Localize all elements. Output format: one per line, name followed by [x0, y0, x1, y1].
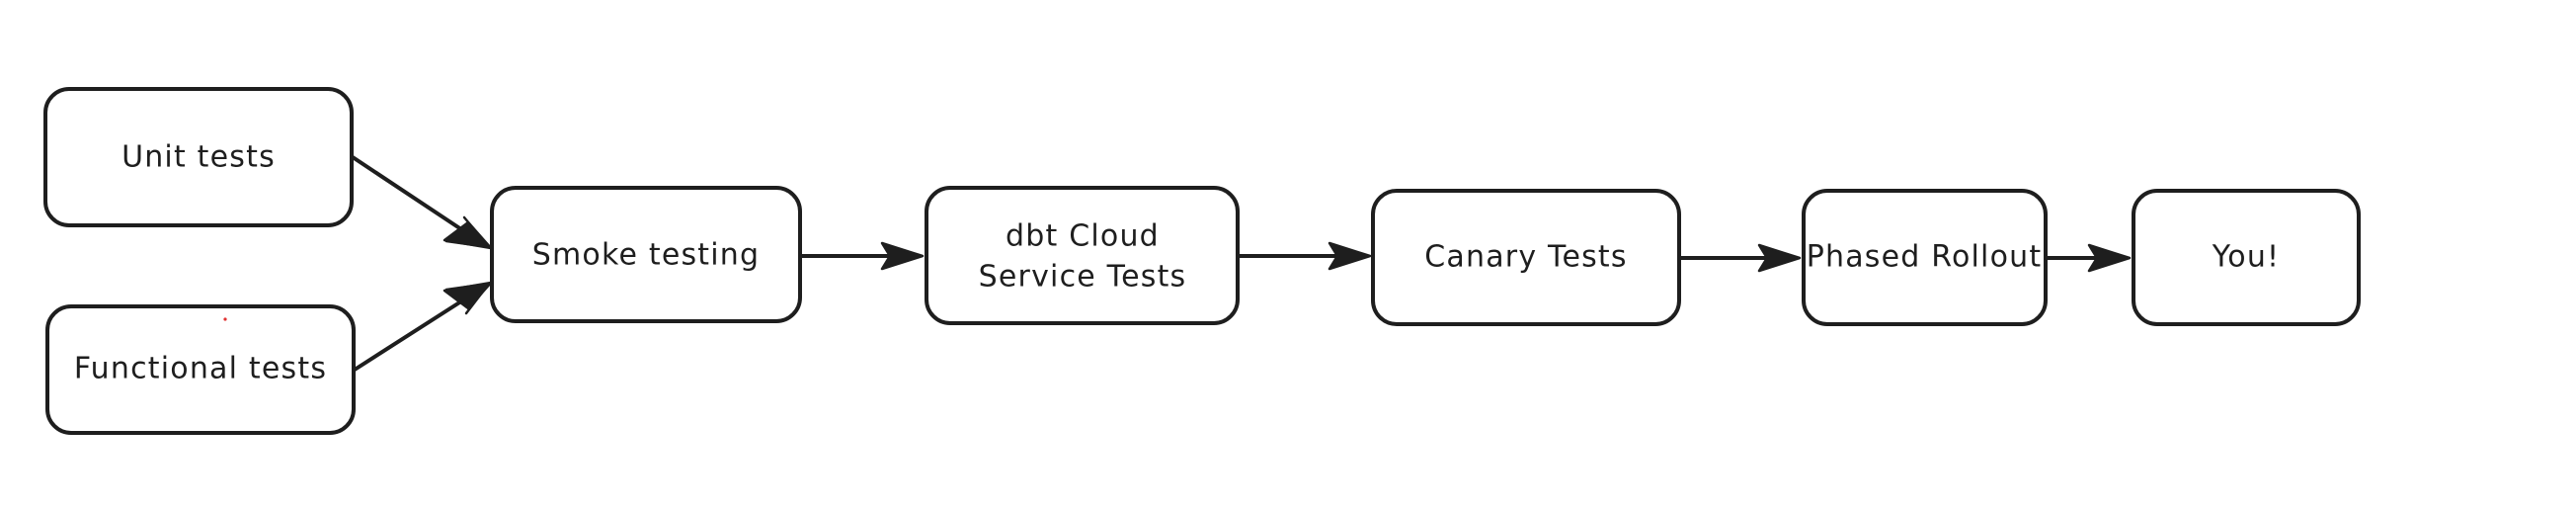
node-phased-rollout[interactable]: Phased Rollout: [1802, 189, 2048, 326]
node-label-line-1: dbt Cloud: [1006, 219, 1160, 254]
edge-functional-to-smoke[interactable]: [353, 281, 493, 372]
arrowhead-fill-icon: [2087, 243, 2132, 273]
node-unit-tests[interactable]: Unit tests: [43, 87, 354, 227]
node-canary-tests[interactable]: Canary Tests: [1371, 189, 1681, 326]
edge-dbt-to-canary[interactable]: [1238, 241, 1372, 271]
stray-red-dot-icon: [223, 317, 227, 321]
edge-canary-to-phased[interactable]: [1679, 243, 1802, 273]
node-label: Canary Tests: [1424, 240, 1627, 275]
node-dbt-cloud-service-tests[interactable]: dbt Cloud Service Tests: [925, 186, 1240, 325]
node-you[interactable]: You!: [2132, 189, 2361, 326]
arrowhead-fill-icon: [880, 241, 925, 271]
edge-smoke-to-dbt[interactable]: [800, 241, 925, 271]
node-smoke-testing[interactable]: Smoke testing: [490, 186, 802, 323]
node-label: Functional tests: [74, 352, 327, 386]
node-box: [45, 304, 356, 435]
arrowhead-fill-icon: [1757, 243, 1802, 273]
node-box: [1371, 189, 1681, 326]
arrowhead-fill-icon: [1328, 241, 1372, 271]
arrowhead-fill-icon: [443, 220, 493, 250]
edge-phased-to-you[interactable]: [2046, 243, 2132, 273]
node-box: [2132, 189, 2361, 326]
node-label: Unit tests: [121, 140, 276, 175]
node-label: You!: [2212, 240, 2281, 275]
node-box: [43, 87, 354, 227]
node-label: Phased Rollout: [1807, 240, 2043, 275]
arrowhead-fill-icon: [443, 281, 493, 310]
node-functional-tests[interactable]: Functional tests: [45, 304, 356, 435]
node-label: Smoke testing: [532, 238, 761, 273]
edge-unit-to-smoke[interactable]: [351, 155, 493, 250]
node-box: [925, 186, 1240, 325]
node-box: [1802, 189, 2048, 326]
node-box: [490, 186, 802, 323]
node-label-line-2: Service Tests: [979, 260, 1187, 295]
